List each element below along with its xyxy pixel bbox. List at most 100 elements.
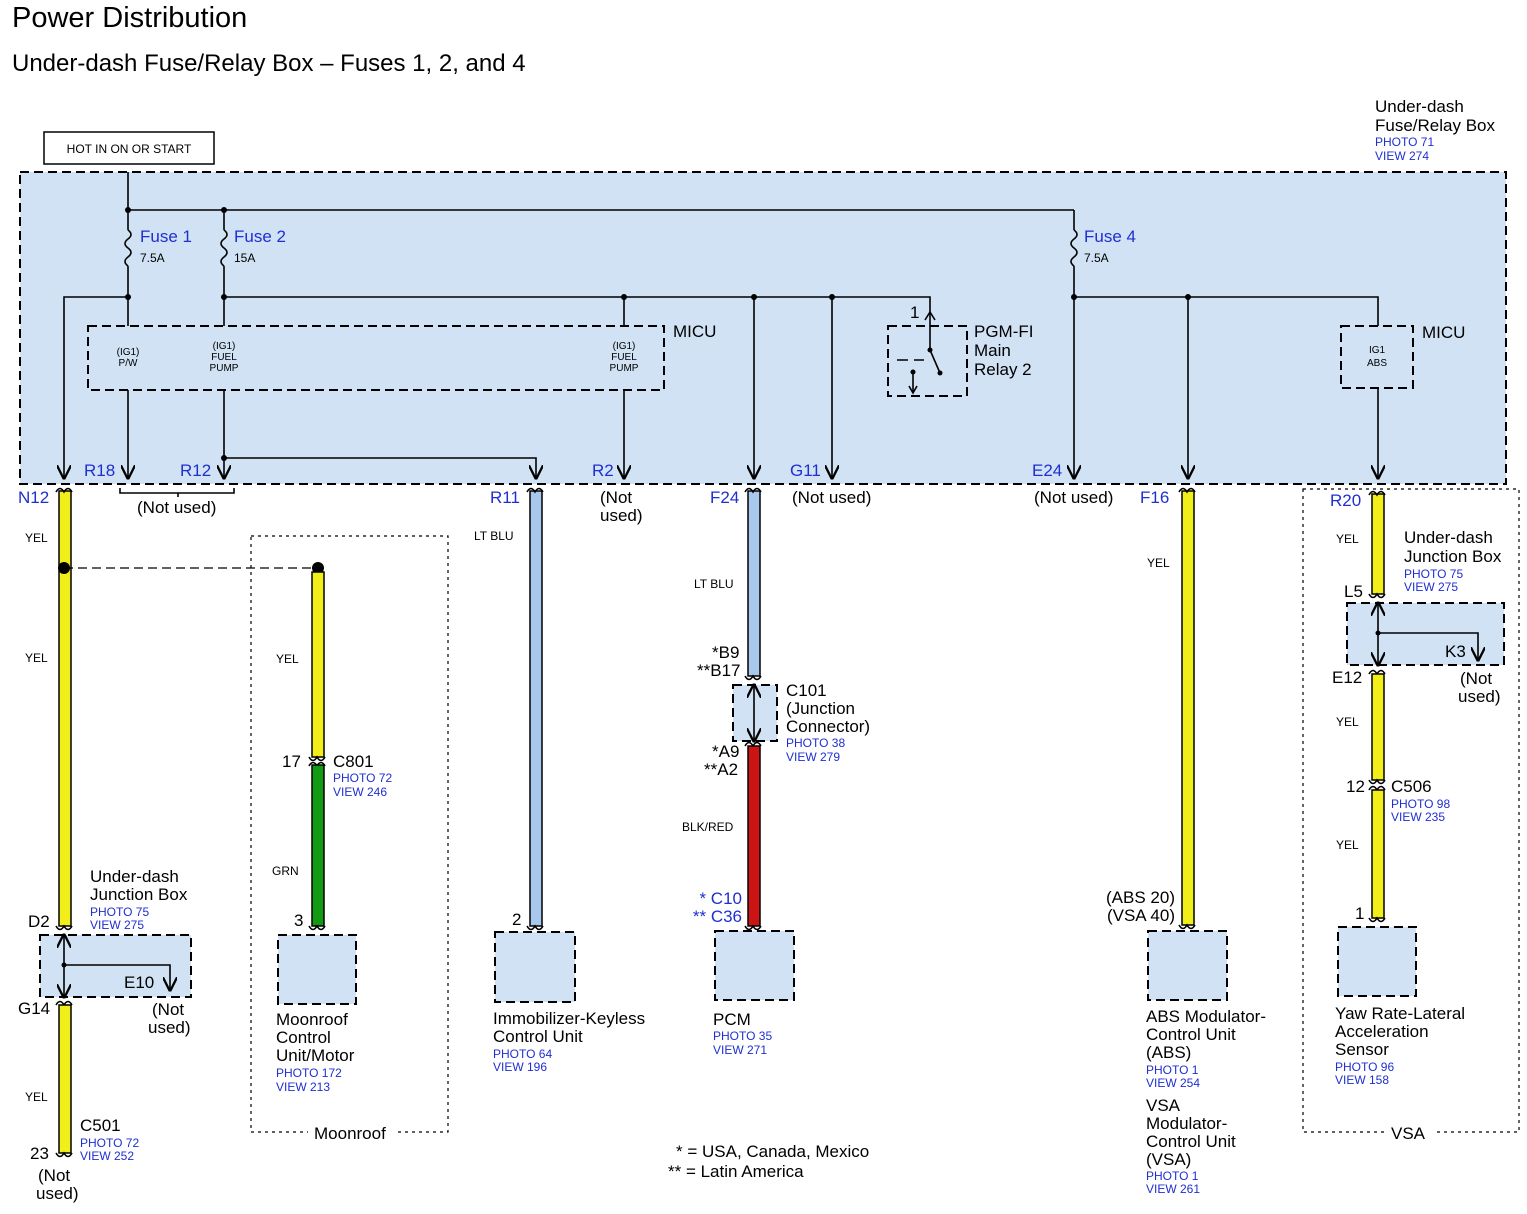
c801-photo: PHOTO 72	[333, 771, 392, 785]
c506-photo: PHOTO 98	[1391, 797, 1450, 811]
terminal-r2: R2	[592, 461, 614, 480]
page-title: Power Distribution	[12, 2, 248, 34]
yaw-box	[1337, 926, 1417, 997]
pcm-pin-1: * C10	[699, 889, 742, 908]
jb-left-name-2: Junction Box	[90, 885, 188, 904]
wire-f16: YEL	[1147, 487, 1196, 930]
jb-left-not-used-2: used)	[148, 1018, 191, 1037]
moonroof-branch: YEL GRN	[58, 562, 326, 931]
fuse-4-rating: 7.5A	[1084, 251, 1109, 265]
vsa-name-2: Modulator-	[1146, 1114, 1227, 1133]
jb-left-name-1: Under-dash	[90, 867, 179, 886]
terminal-n12: N12	[18, 488, 49, 507]
moonroof-group-label: Moonroof	[314, 1124, 386, 1143]
jb-right-view: VIEW 275	[1404, 580, 1458, 594]
wire-n12-color-2: YEL	[25, 651, 48, 665]
moonroof-unit-view: VIEW 213	[276, 1080, 330, 1094]
fuse-1-symbol	[124, 229, 132, 267]
moonroof-unit-1: Moonroof	[276, 1010, 348, 1029]
wire-moonroof-color-2: GRN	[272, 864, 299, 878]
micu-left-box	[87, 325, 665, 391]
not-used-r2-2: used)	[600, 506, 643, 525]
abs-pin-2: (VSA 40)	[1107, 906, 1175, 925]
vsa-name-1: VSA	[1146, 1096, 1181, 1115]
jb-right-box	[1346, 602, 1505, 666]
terminal-r18: R18	[84, 461, 115, 480]
c101-name-1: C101	[786, 681, 827, 700]
immobilizer-view: VIEW 196	[493, 1060, 547, 1074]
page-subtitle: Under-dash Fuse/Relay Box – Fuses 1, 2, …	[12, 50, 526, 77]
yaw-photo: PHOTO 96	[1335, 1060, 1394, 1074]
c101-name-2: (Junction	[786, 699, 855, 718]
c506-pin: 12	[1346, 777, 1365, 796]
footnote-1: * = USA, Canada, Mexico	[676, 1142, 869, 1161]
relay-pin: 1	[910, 303, 919, 322]
yaw-pin: 1	[1355, 904, 1364, 923]
micu-fp2-1: (IG1)	[613, 341, 636, 352]
c801-name: C801	[333, 752, 374, 771]
vsa-view: VIEW 261	[1146, 1182, 1200, 1196]
abs-box	[1147, 930, 1228, 1001]
fuse-2: Fuse 2 15A	[220, 227, 286, 267]
moonroof-unit-2: Control	[276, 1028, 331, 1047]
abs-photo: PHOTO 1	[1146, 1063, 1199, 1077]
fuse-2-rating: 15A	[234, 251, 255, 265]
wire-g14-color: YEL	[25, 1090, 48, 1104]
pcm-name: PCM	[713, 1010, 751, 1029]
jb-left-inner: E10	[124, 973, 154, 992]
jb-right-name-2: Junction Box	[1404, 547, 1502, 566]
jb-left-view: VIEW 275	[90, 918, 144, 932]
jb-right-inner: K3	[1445, 642, 1466, 661]
immobilizer-box	[494, 931, 576, 1003]
vsa-photo: PHOTO 1	[1146, 1169, 1199, 1183]
wire-n12: YEL YEL	[25, 487, 73, 931]
pcm-box	[714, 930, 795, 1001]
fuse-2-name: Fuse 2	[234, 227, 286, 246]
c506-name: C506	[1391, 777, 1432, 796]
jb-left-photo: PHOTO 75	[90, 905, 149, 919]
yaw-view: VIEW 158	[1335, 1073, 1389, 1087]
immobilizer-name-1: Immobilizer-Keyless	[493, 1009, 645, 1028]
c101-box	[732, 684, 778, 742]
terminal-r20: R20	[1330, 491, 1361, 510]
jb-right-pin-bottom: E12	[1332, 668, 1362, 687]
jb-left-pin-top: D2	[28, 912, 50, 931]
vsa-group: Under-dash Junction Box PHOTO 75 VIEW 27…	[1302, 488, 1520, 1143]
micu-pw-1: (IG1)	[117, 347, 140, 358]
bus-junction-dots	[125, 207, 1191, 461]
c101-pin-bottom-1: *A9	[712, 742, 739, 761]
terminal-e24: E24	[1032, 461, 1062, 480]
wire-e12-color-2: YEL	[1336, 838, 1359, 852]
moonroof-unit-photo: PHOTO 172	[276, 1066, 342, 1080]
pcm-pin-2: ** C36	[693, 907, 742, 926]
wire-g14: YEL	[25, 1000, 73, 1158]
jb-right-not-used-2: used)	[1458, 687, 1501, 706]
yaw-name-1: Yaw Rate-Lateral	[1335, 1004, 1465, 1023]
wire-n12-color-1: YEL	[25, 531, 48, 545]
c101-connector: *B9 **B17 C101 (Junction Connector) PHOT…	[697, 643, 870, 779]
micu-abs-1: IG1	[1369, 345, 1386, 356]
wire-f24-color-2: BLK/RED	[682, 820, 734, 834]
abs-name-3: (ABS)	[1146, 1043, 1191, 1062]
micu-fp2-3: PUMP	[610, 363, 639, 374]
jb-right-pin-top: L5	[1344, 582, 1363, 601]
fuse-4: Fuse 4 7.5A	[1070, 227, 1136, 267]
wire-f24-color-1: LT BLU	[694, 577, 734, 591]
c101-photo: PHOTO 38	[786, 736, 845, 750]
c101-pin-top-1: *B9	[712, 643, 739, 662]
fuse-1-rating: 7.5A	[140, 251, 165, 265]
wire-r20: YEL	[1336, 490, 1386, 599]
hot-label: HOT IN ON OR START	[67, 142, 192, 156]
wire-r11-color: LT BLU	[474, 529, 514, 543]
fuse-box-name-2: Fuse/Relay Box	[1375, 116, 1495, 135]
micu-fp2-2: FUEL	[611, 352, 637, 363]
c101-pin-bottom-2: **A2	[704, 760, 738, 779]
terminal-g11: G11	[790, 461, 821, 480]
c501-not-used-1: (Not	[38, 1166, 70, 1185]
moonroof-unit-box	[277, 934, 357, 1005]
footnote-2: ** = Latin America	[668, 1162, 804, 1181]
micu-right-box	[1340, 325, 1414, 389]
not-used-r18-r12: (Not used)	[137, 498, 216, 517]
c501-photo: PHOTO 72	[80, 1136, 139, 1150]
